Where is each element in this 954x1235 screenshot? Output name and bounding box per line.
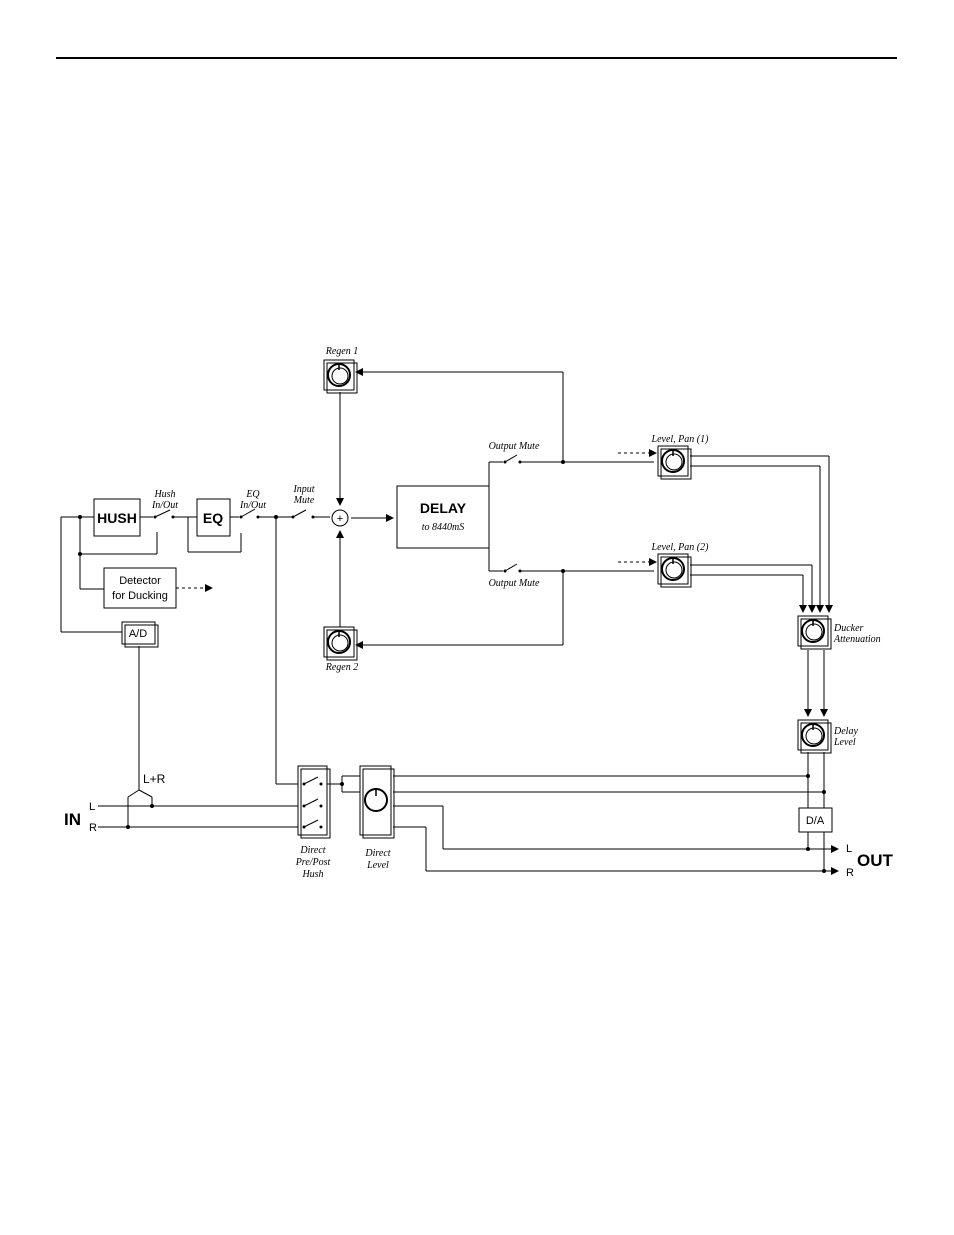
ducker-label-2: Attenuation [833,634,881,645]
out-label: OUT [857,851,894,870]
ad-block: A/D [122,622,158,647]
delay-level-label-2: Level [833,737,856,748]
direct-prepost-label-1: Direct [299,845,325,856]
level-pan2-knob-icon [658,554,691,587]
detector-block: Detector for Ducking [104,568,176,608]
hush-label: HUSH [97,510,137,526]
direct-prepost-label-3: Hush [301,869,323,880]
ad-label: A/D [129,628,147,640]
eq-block: EQ [197,499,230,536]
input-mute-label-2: Mute [293,495,315,506]
out-l-label: L [846,843,852,855]
eq-inout-label-1: EQ [245,489,260,500]
regen1-knob-icon [324,360,357,393]
direct-level-label-2: Level [366,860,389,871]
hush-inout-label-1: Hush [153,489,175,500]
level-pan2-label: Level, Pan (2) [651,542,710,553]
regen1-label: Regen 1 [325,346,359,357]
delay-title: DELAY [420,500,467,516]
output-mute-top-label: Output Mute [489,441,540,452]
ducker-knob-icon [798,616,831,649]
ducker-label-1: Ducker [833,623,864,634]
eq-label: EQ [203,510,223,526]
out-r-label: R [846,867,854,879]
eq-inout-label-2: In/Out [239,500,266,511]
level-pan1-knob-icon [658,446,691,479]
hush-inout-label-2: In/Out [151,500,178,511]
delay-block: DELAY to 8440mS [397,486,489,548]
direct-prepost-switch [298,766,330,838]
sum-node: + [332,510,348,526]
output-mute-bottom-label: Output Mute [489,578,540,589]
sum-symbol: + [337,513,343,525]
in-l-label: L [89,801,95,813]
da-label: D/A [806,815,825,827]
delay-level-knob-icon [798,720,831,753]
input-mute-label-1: Input [292,484,314,495]
da-block: D/A [799,808,832,832]
direct-prepost-label-2: Pre/Post [295,857,331,868]
delay-subtitle: to 8440mS [422,522,465,533]
level-pan1-label: Level, Pan (1) [651,434,710,445]
hush-block: HUSH [94,499,140,536]
regen2-label: Regen 2 [325,662,359,673]
detector-line2: for Ducking [112,590,168,602]
lr-sum-label: L+R [143,772,166,786]
direct-level-label-1: Direct [364,848,390,859]
regen2-knob-icon [324,627,357,660]
detector-line1: Detector [119,575,161,587]
in-r-label: R [89,822,97,834]
delay-level-label-1: Delay [833,726,858,737]
in-label: IN [64,810,81,829]
direct-level-fader [360,766,394,838]
main-wires [61,372,838,871]
